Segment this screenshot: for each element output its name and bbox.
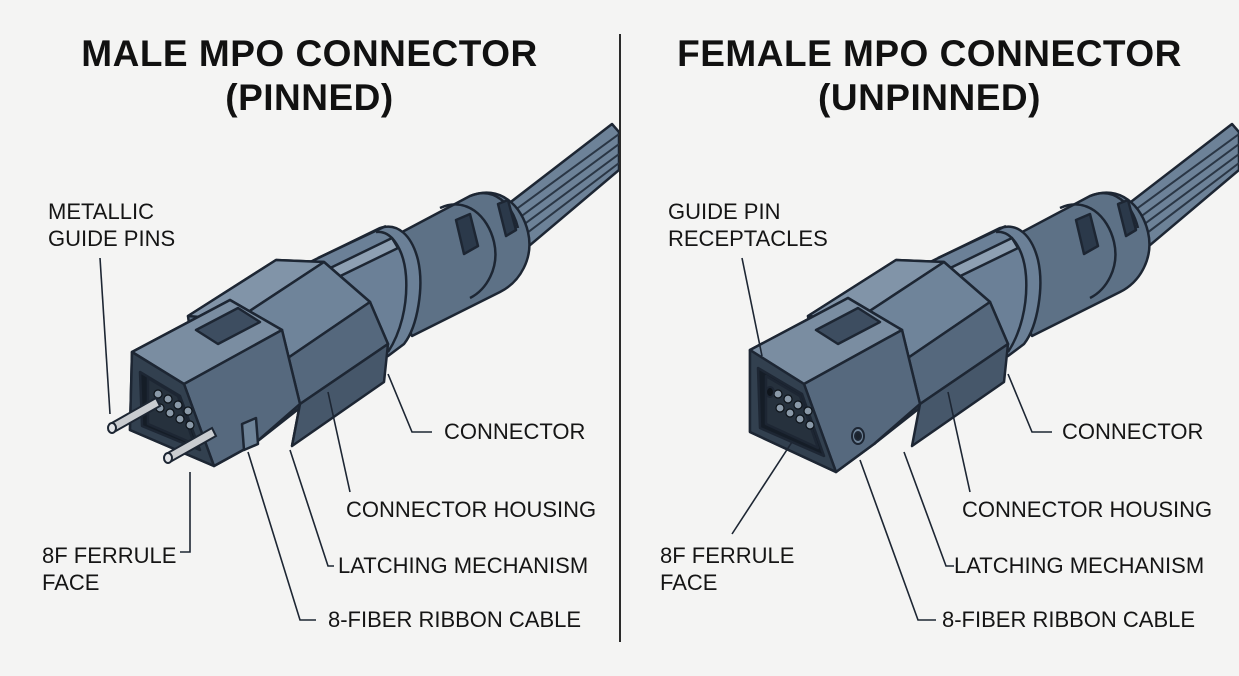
connector-callout: CONNECTOR: [1062, 419, 1204, 444]
guide-pins: [107, 396, 218, 464]
male-connector-panel: MALE MPO CONNECTOR (PINNED): [0, 0, 619, 676]
guide-pin-receptacles: [765, 386, 865, 445]
ferrule-face-callout-line1: 8F FERRULE: [660, 543, 795, 568]
callout-lines: [731, 257, 1052, 621]
ferrule-face-callout-line2: FACE: [660, 570, 718, 595]
ribbon-cable-callout: 8-FIBER RIBBON CABLE: [942, 607, 1196, 632]
male-connector-illustration: [99, 122, 619, 621]
receptacles-callout-line2: RECEPTACLES: [668, 226, 828, 251]
male-title: MALE MPO CONNECTOR (PINNED): [0, 32, 619, 120]
guide-pins-callout-line2: GUIDE PINS: [48, 226, 176, 251]
fiber-holes: [773, 389, 815, 430]
ferrule-face-callout: 8F FERRULE FACE: [660, 542, 794, 596]
latch-callout: LATCHING MECHANISM: [954, 553, 1205, 578]
housing-callout: CONNECTOR HOUSING: [962, 497, 1213, 522]
male-title-line1: MALE MPO CONNECTOR: [81, 33, 538, 74]
guide-pins-callout-line1: METALLIC: [48, 199, 154, 224]
female-connector-illustration: [731, 122, 1239, 621]
latch-callout: LATCHING MECHANISM: [338, 553, 589, 578]
housing-callout: CONNECTOR HOUSING: [346, 497, 597, 522]
female-title-line1: FEMALE MPO CONNECTOR: [677, 33, 1182, 74]
female-title: FEMALE MPO CONNECTOR (UNPINNED): [620, 32, 1239, 120]
guide-pins-callout: METALLIC GUIDE PINS: [48, 198, 175, 252]
ferrule-face-callout-line1: 8F FERRULE: [42, 543, 177, 568]
fiber-holes: [153, 389, 195, 430]
callout-lines: [99, 257, 432, 621]
connector-callout: CONNECTOR: [444, 419, 586, 444]
ribbon-cable-callout: 8-FIBER RIBBON CABLE: [328, 607, 582, 632]
female-connector-panel: FEMALE MPO CONNECTOR (UNPINNED): [620, 0, 1239, 676]
ferrule-face-callout: 8F FERRULE FACE: [42, 542, 176, 596]
receptacles-callout: GUIDE PIN RECEPTACLES: [668, 198, 828, 252]
ferrule-face-callout-line2: FACE: [42, 570, 100, 595]
center-divider: [619, 34, 621, 642]
female-title-line2: (UNPINNED): [818, 77, 1041, 118]
receptacles-callout-line1: GUIDE PIN: [668, 199, 781, 224]
male-title-line2: (PINNED): [225, 77, 394, 118]
